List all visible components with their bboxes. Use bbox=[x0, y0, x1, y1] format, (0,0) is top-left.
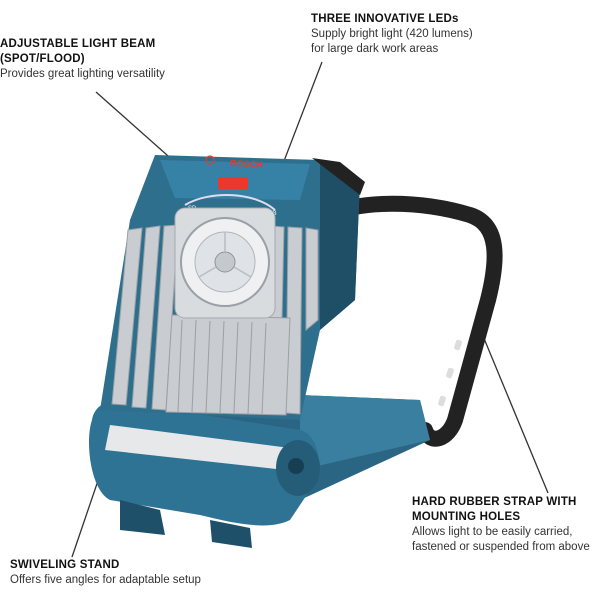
callout-adjustable-beam: ADJUSTABLE LIGHT BEAM (SPOT/FLOOD) Provi… bbox=[0, 37, 230, 82]
callout-title: SWIVELING STAND bbox=[10, 559, 120, 571]
mounting-hole bbox=[438, 395, 446, 407]
leader-line-strap bbox=[482, 335, 549, 494]
cooling-fins bbox=[111, 224, 319, 416]
callout-title: HARD RUBBER STRAP WITH MOUNTING HOLES bbox=[412, 496, 577, 523]
rubber-strap bbox=[322, 195, 503, 447]
callout-description: Supply bright light (420 lumens) for lar… bbox=[311, 28, 473, 55]
led-icon bbox=[214, 251, 236, 273]
mounting-hole bbox=[454, 339, 462, 351]
callout-description: Provides great lighting versatility bbox=[0, 68, 165, 80]
callout-description: Allows light to be easily carried, faste… bbox=[412, 526, 590, 553]
swivel-stand bbox=[89, 400, 320, 548]
callout-three-leds: THREE INNOVATIVE LEDs Supply bright ligh… bbox=[311, 12, 571, 57]
power-button bbox=[218, 177, 248, 189]
callout-title: THREE INNOVATIVE LEDs bbox=[311, 13, 459, 25]
callout-title: ADJUSTABLE LIGHT BEAM (SPOT/FLOOD) bbox=[0, 38, 156, 65]
lamp-head: BOSCH SD OB bbox=[100, 155, 365, 420]
bosch-emblem-icon bbox=[205, 155, 215, 165]
brand-logo: BOSCH bbox=[230, 158, 263, 170]
callout-swiveling-stand: SWIVELING STAND Offers five angles for a… bbox=[10, 558, 270, 588]
stand-pivot-icon bbox=[288, 458, 304, 474]
callout-description: Offers five angles for adaptable setup bbox=[10, 574, 201, 586]
callout-rubber-strap: HARD RUBBER STRAP WITH MOUNTING HOLES Al… bbox=[412, 495, 600, 555]
mounting-hole bbox=[446, 367, 454, 379]
